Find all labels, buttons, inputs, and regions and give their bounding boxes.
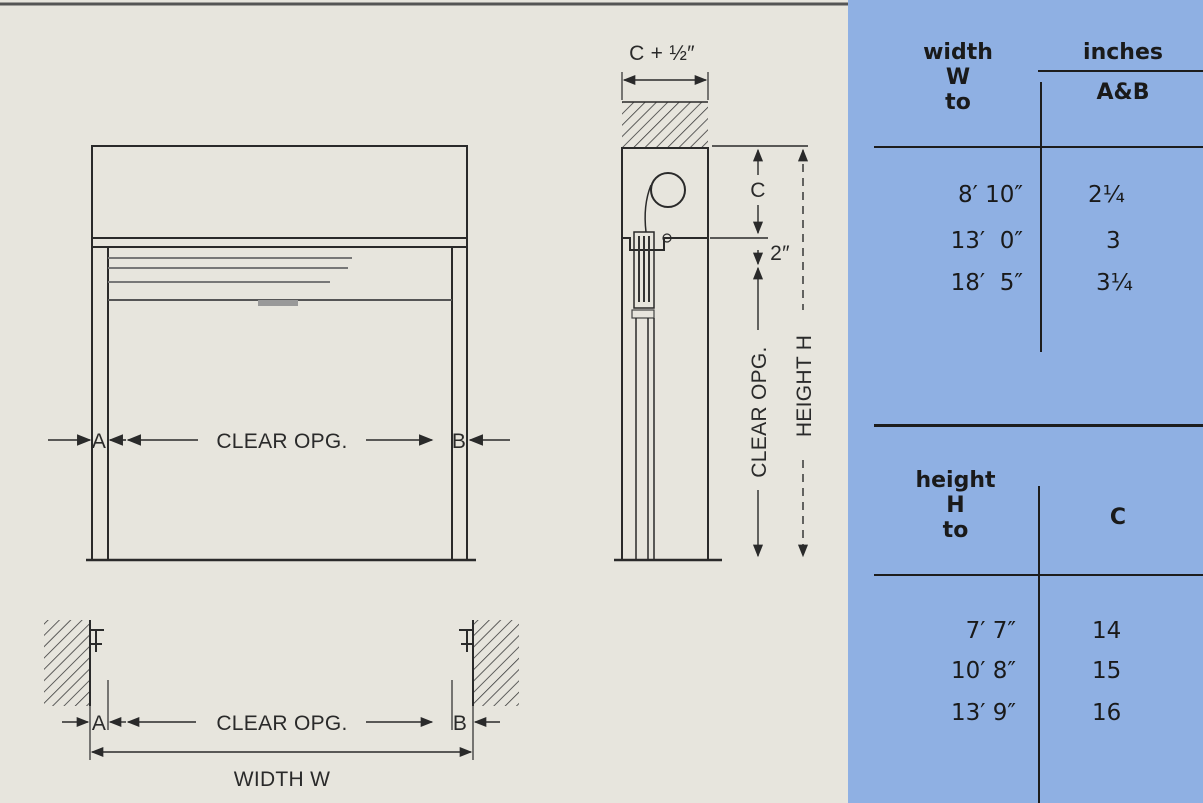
plan-label-b: B	[453, 712, 467, 735]
spec-panel: width W to inches A&B 8′ 10″ 2¼ 13′ 0″ 3…	[848, 0, 1203, 803]
c-row-3: 16	[1092, 700, 1122, 726]
tables-separator	[874, 424, 1203, 427]
width-row-2: 13′ 0″	[950, 228, 1023, 254]
width-header-line2: W	[945, 65, 971, 90]
section-clear-opening: CLEAR OPG.	[748, 346, 771, 477]
curtain-stack	[633, 231, 655, 309]
plan-label-a: A	[92, 712, 106, 735]
right-guide-plan	[459, 629, 473, 652]
height-row-1: 7′ 7″	[965, 618, 1016, 644]
hood-section	[621, 147, 709, 251]
c-row-1: 14	[1092, 618, 1122, 644]
plan-view: A CLEAR OPG. B WIDTH W	[44, 620, 519, 791]
inches-underline	[1038, 70, 1203, 72]
plan-clear-opening: CLEAR OPG.	[216, 712, 347, 735]
door-drawing: A CLEAR OPG. B C + ½″	[0, 2, 848, 791]
front-dimension-row: A CLEAR OPG. B	[48, 430, 510, 453]
hood-box	[91, 145, 468, 239]
width-header-line3: to	[945, 90, 971, 115]
section-top-dim: C + ½″	[629, 42, 695, 65]
ab-header: A&B	[1096, 80, 1150, 105]
front-label-b: B	[452, 430, 466, 453]
height-header-line3: to	[942, 518, 969, 543]
width-row-3: 18′ 5″	[950, 270, 1023, 296]
lintel-hatch	[622, 102, 708, 148]
width-table-header-rule	[874, 146, 1203, 148]
left-wall-hatch	[44, 620, 90, 706]
inches-header: inches	[1083, 40, 1163, 65]
front-label-a: A	[92, 430, 106, 453]
section-view: C + ½″ C 2″	[614, 42, 816, 562]
c-header: C	[1109, 505, 1127, 530]
front-clear-opening: CLEAR OPG.	[216, 430, 347, 453]
c-row-2: 15	[1092, 658, 1122, 684]
height-row-3: 13′ 9″	[950, 700, 1016, 726]
left-guide-plan	[90, 629, 104, 652]
barrel-circle	[650, 172, 686, 208]
ab-row-1: 2¼	[1088, 182, 1125, 208]
height-header-line1: height	[915, 468, 996, 493]
section-height: HEIGHT H	[793, 335, 816, 437]
section-gap: 2″	[770, 242, 790, 265]
section-label-c: C	[750, 179, 765, 202]
height-row-2: 10′ 8″	[950, 658, 1016, 684]
ab-row-3: 3¼	[1096, 270, 1133, 296]
height-table-divider	[1038, 486, 1040, 803]
plan-width: WIDTH W	[234, 768, 331, 791]
ab-row-2: 3	[1106, 228, 1121, 254]
height-header-line2: H	[946, 493, 965, 518]
width-row-1: 8′ 10″	[957, 182, 1023, 208]
width-table-divider	[1040, 82, 1042, 352]
front-elevation	[86, 145, 476, 562]
width-header-line1: width	[923, 40, 993, 65]
right-wall-hatch	[473, 620, 519, 706]
